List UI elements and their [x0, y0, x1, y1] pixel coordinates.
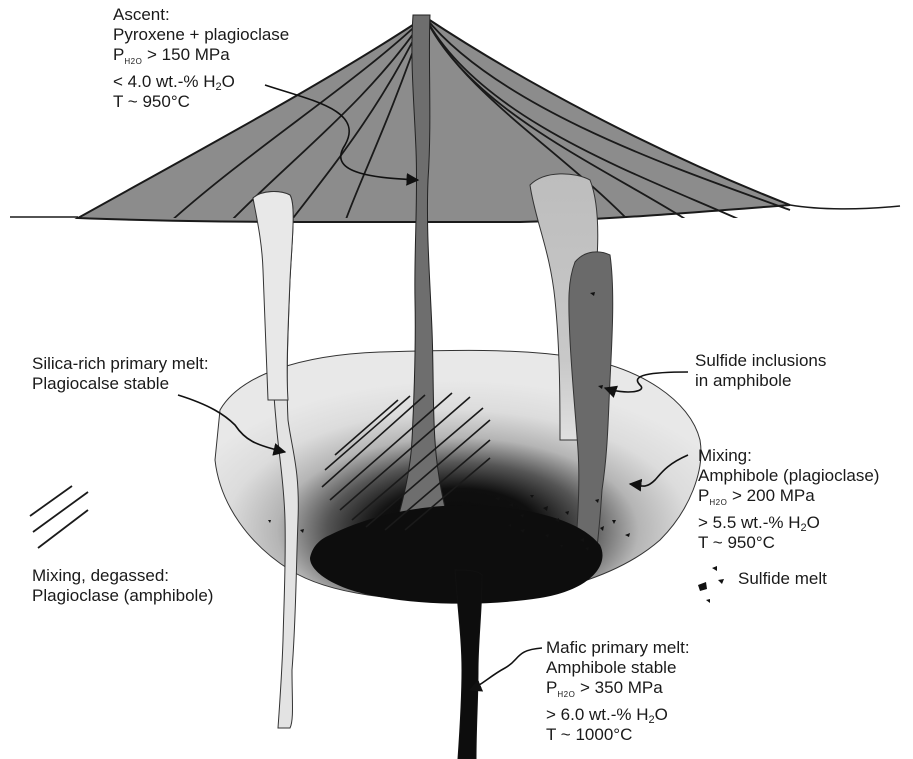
sulfide-inclusions-label: Sulfide inclusions in amphibole [695, 351, 826, 391]
mafic-mineral: Amphibole stable [546, 658, 690, 678]
mixing-title: Mixing: [698, 446, 879, 466]
silica-rich-label: Silica-rich primary melt: Plagiocalse st… [32, 354, 209, 394]
mafic-water: > 6.0 wt.-% H2O [546, 705, 690, 725]
ascent-title: Ascent: [113, 5, 289, 25]
mixing-temp: T ~ 950°C [698, 533, 879, 553]
sulfide-melt-icon [698, 566, 724, 603]
ascent-mineral: Pyroxene + plagioclase [113, 25, 289, 45]
mixing-pressure: PH2O > 200 MPa [698, 486, 879, 513]
mafic-label: Mafic primary melt: Amphibole stable PH2… [546, 638, 690, 745]
mafic-title: Mafic primary melt: [546, 638, 690, 658]
silica-title: Silica-rich primary melt: [32, 354, 209, 374]
mafic-pressure: PH2O > 350 MPa [546, 678, 690, 705]
hatch-legend-icon [30, 486, 88, 548]
mafic-temp: T ~ 1000°C [546, 725, 690, 745]
ascent-temp: T ~ 950°C [113, 92, 289, 112]
ascent-water: < 4.0 wt.-% H2O [113, 72, 289, 92]
mafic-arrow [470, 648, 542, 690]
mixing-mineral: Amphibole (plagioclase) [698, 466, 879, 486]
ascent-label: Ascent: Pyroxene + plagioclase PH2O > 15… [113, 5, 289, 112]
silica-mineral: Plagiocalse stable [32, 374, 209, 394]
degassed-title: Mixing, degassed: [32, 566, 213, 586]
sulfide-melt-label: Sulfide melt [738, 569, 827, 589]
mixing-water: > 5.5 wt.-% H2O [698, 513, 879, 533]
degassed-label: Mixing, degassed: Plagioclase (amphibole… [32, 566, 213, 606]
ascent-pressure: PH2O > 150 MPa [113, 45, 289, 72]
mixing-label: Mixing: Amphibole (plagioclase) PH2O > 2… [698, 446, 879, 553]
degassed-mineral: Plagioclase (amphibole) [32, 586, 213, 606]
mafic-feeder-dyke [455, 570, 482, 759]
silica-rich-dyke-upper [253, 192, 293, 400]
